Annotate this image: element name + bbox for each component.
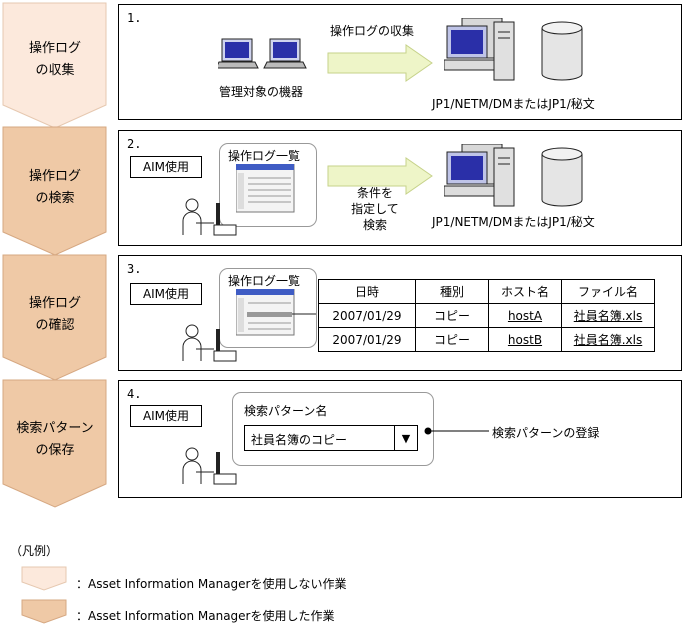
register-label: 検索パターンの登録 bbox=[492, 426, 600, 440]
step1-number: 1. bbox=[127, 11, 142, 25]
table-header: 種別 bbox=[415, 279, 489, 304]
log-table: 日時 種別 ホスト名 ファイル名 2007/01/29 コピー hostA 社員… bbox=[318, 279, 655, 352]
step2-aim-badge: AIM使用 bbox=[130, 156, 202, 178]
step1-chevron bbox=[2, 2, 107, 129]
table-cell: コピー bbox=[415, 327, 489, 352]
step4-label: 検索パターン の保存 bbox=[16, 421, 94, 458]
connector-line-icon bbox=[424, 427, 489, 435]
table-cell: コピー bbox=[415, 303, 489, 328]
step2-label: 操作ログ の検索 bbox=[28, 169, 81, 206]
host-link[interactable]: hostA bbox=[488, 303, 562, 328]
table-header: ホスト名 bbox=[488, 279, 562, 304]
search-arrow-icon bbox=[327, 157, 433, 195]
search-arrow-label: 条件を 指定して 検索 bbox=[351, 186, 399, 232]
legend-swatch-dark bbox=[21, 599, 67, 624]
file-link[interactable]: 社員名簿.xls bbox=[561, 327, 655, 352]
step1-server-caption: JP1/NETM/DMまたはJP1/秘文 bbox=[432, 97, 595, 111]
step3-aim-badge: AIM使用 bbox=[130, 283, 202, 305]
devices-caption: 管理対象の機器 bbox=[219, 85, 304, 99]
table-header-row: 日時 種別 ホスト名 ファイル名 bbox=[318, 279, 655, 304]
operator-icon bbox=[182, 447, 237, 485]
step1-label: 操作ログ の収集 bbox=[28, 41, 81, 78]
step2-panel: 2. bbox=[118, 130, 682, 246]
legend-item-light: ：Asset Information Managerを使用しない作業 bbox=[76, 577, 347, 591]
database-icon bbox=[541, 147, 583, 207]
legend-item-dark: ：Asset Information Managerを使用した作業 bbox=[76, 609, 335, 623]
step3-window-title: 操作ログ一覧 bbox=[228, 274, 301, 288]
table-row: 2007/01/29 コピー hostA 社員名簿.xls bbox=[318, 303, 655, 328]
legend-swatch-light bbox=[21, 566, 67, 591]
step4-aim-badge: AIM使用 bbox=[130, 405, 202, 427]
table-header: ファイル名 bbox=[561, 279, 655, 304]
legend-title: （凡例） bbox=[10, 544, 59, 558]
step4-chevron bbox=[2, 379, 107, 508]
table-header: 日時 bbox=[318, 279, 416, 304]
step2-chevron bbox=[2, 126, 107, 256]
dropdown-button[interactable]: ▼ bbox=[394, 426, 417, 450]
collect-arrow-icon bbox=[327, 44, 433, 82]
log-list-thumbnail-icon bbox=[236, 164, 295, 213]
table-cell: 2007/01/29 bbox=[318, 303, 416, 328]
managed-devices-icon bbox=[218, 38, 307, 69]
step2-server-caption: JP1/NETM/DMまたはJP1/秘文 bbox=[432, 215, 595, 229]
pattern-name-select[interactable]: 社員名簿のコピー ▼ bbox=[244, 425, 418, 451]
step3-chevron bbox=[2, 254, 107, 381]
step2-number: 2. bbox=[127, 137, 142, 151]
step4-number: 4. bbox=[127, 387, 142, 401]
server-icon bbox=[444, 18, 583, 81]
table-row: 2007/01/29 コピー hostB 社員名簿.xls bbox=[318, 327, 655, 352]
collect-arrow-label: 操作ログの収集 bbox=[330, 24, 415, 38]
table-cell: 2007/01/29 bbox=[318, 327, 416, 352]
step2-window-title: 操作ログ一覧 bbox=[228, 149, 301, 163]
database-icon bbox=[541, 21, 583, 81]
chevron-down-icon: ▼ bbox=[401, 431, 411, 445]
server-icon bbox=[444, 144, 583, 207]
log-list-thumbnail-icon bbox=[236, 289, 316, 336]
pattern-title: 検索パターン名 bbox=[244, 404, 328, 418]
operator-icon bbox=[182, 324, 237, 362]
step3-number: 3. bbox=[127, 262, 142, 276]
file-link[interactable]: 社員名簿.xls bbox=[561, 303, 655, 328]
host-link[interactable]: hostB bbox=[488, 327, 562, 352]
step3-label: 操作ログ の確認 bbox=[28, 296, 81, 333]
operator-icon bbox=[182, 198, 237, 236]
step-chevrons bbox=[2, 2, 107, 624]
pattern-name-value: 社員名簿のコピー bbox=[251, 433, 348, 447]
